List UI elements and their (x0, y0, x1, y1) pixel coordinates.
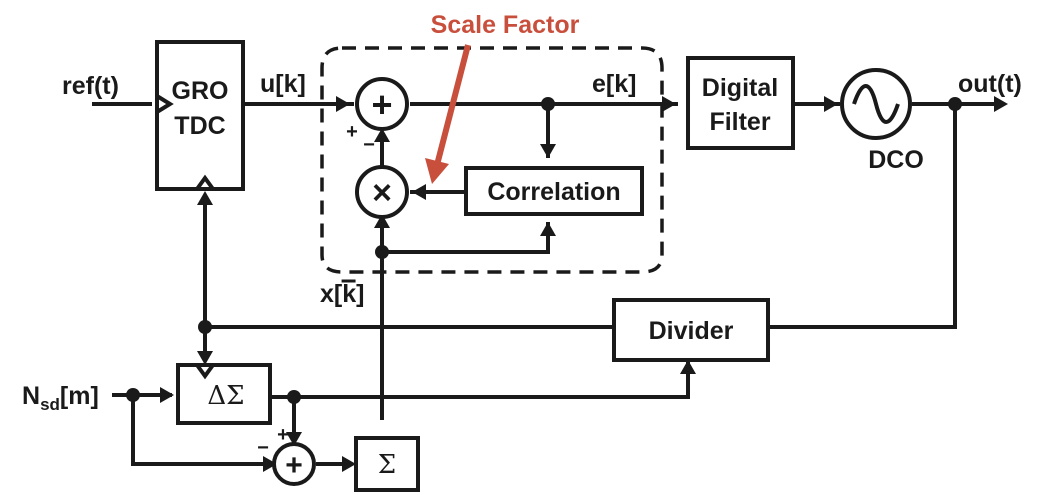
multiplier-symbol: × (372, 174, 392, 212)
x-signal-label: x[k] (320, 280, 364, 308)
e-signal-label: e[k] (592, 70, 636, 98)
top-adder: + + − (346, 77, 409, 156)
dco-block: DCO (840, 68, 924, 174)
junction-dots (126, 97, 962, 404)
delta-sigma-block: ΔΣ (176, 363, 272, 425)
scale-factor-arrowhead (425, 158, 449, 184)
top-adder-minus-sign: − (363, 134, 375, 156)
nsd-input-label: Nsd[m] (22, 382, 99, 414)
tdc-label-line1: GRO (172, 77, 229, 105)
bottom-adder-minus-sign: − (257, 437, 269, 459)
scale-factor-label: Scale Factor (431, 11, 580, 39)
digital-filter-label-line1: Digital (702, 74, 778, 102)
multiplier: × (355, 165, 409, 219)
scale-factor-arrow-shaft (434, 44, 471, 166)
delta-sigma-label: ΔΣ (207, 381, 244, 411)
bottom-adder-symbol: + (285, 449, 303, 482)
correlation-label: Correlation (487, 178, 620, 206)
u-signal-label: u[k] (260, 70, 306, 98)
top-adder-plus-sign: + (346, 121, 358, 143)
bottom-adder: + + − (257, 424, 316, 486)
dco-label: DCO (868, 146, 924, 174)
digital-filter-label-line2: Filter (709, 108, 770, 136)
correlation-block: Correlation (464, 166, 644, 216)
ref-input-label: ref(t) (62, 72, 119, 100)
divider-label: Divider (649, 317, 734, 345)
accumulator-label: Σ (378, 450, 396, 480)
tdc-label-line2: TDC (174, 112, 225, 140)
scale-factor-annotation: Scale Factor (425, 11, 580, 184)
out-output-label: out(t) (958, 70, 1022, 98)
bottom-adder-plus-sign: + (277, 424, 289, 446)
divider-block: Divider (612, 298, 770, 362)
top-adder-symbol: + (371, 84, 392, 125)
accumulator-block: Σ (354, 436, 420, 492)
gro-tdc-block: GRO TDC (155, 40, 245, 191)
digital-filter-block: Digital Filter (686, 56, 795, 150)
